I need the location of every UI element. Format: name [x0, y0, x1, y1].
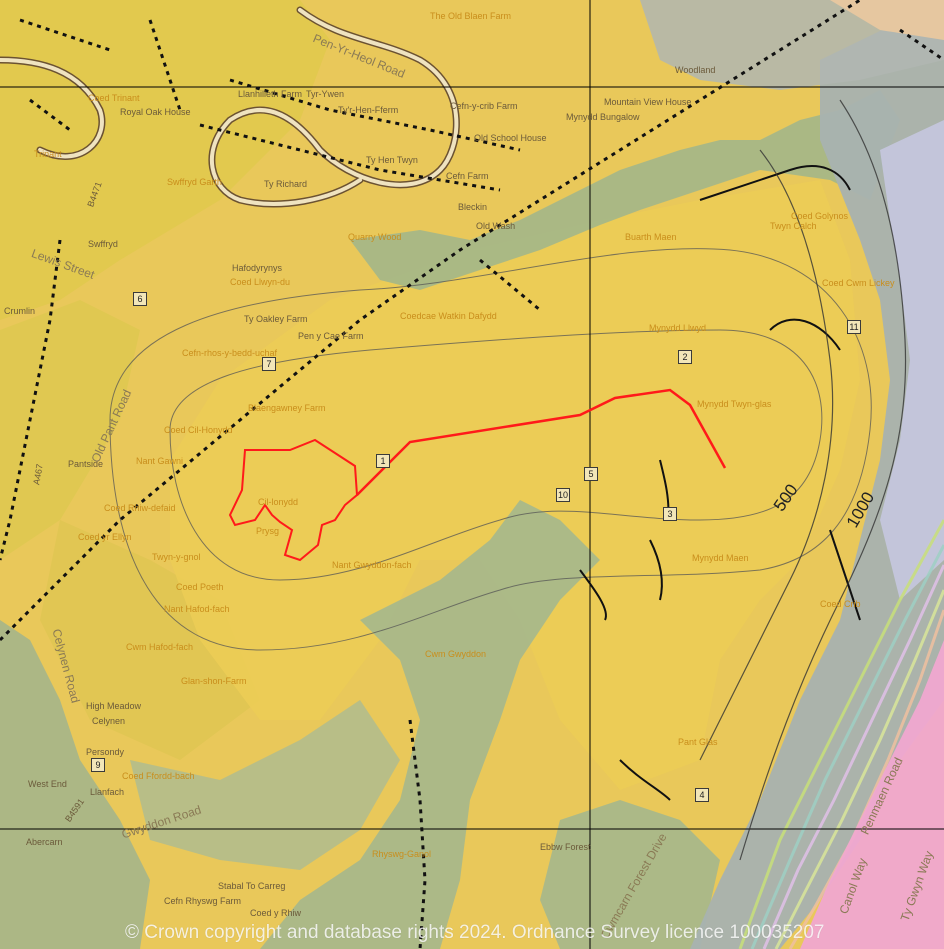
quarry-area	[830, 0, 944, 40]
place-label: Mynydd Maen	[692, 553, 749, 563]
escarpment-slope-east	[690, 0, 944, 949]
place-label: Old School House	[474, 133, 547, 143]
place-label: Cefn-y-crib Farm	[450, 101, 518, 111]
place-label: Cefn-rhos-y-bedd-uchaf	[182, 348, 278, 358]
site-marker[interactable]: 7	[262, 357, 276, 371]
place-label: Tyr-Ywen	[306, 89, 345, 99]
upland-area-northwest	[0, 0, 330, 320]
place-label: Coed Rhiw-defaid	[104, 503, 176, 513]
place-label: Celynen	[92, 716, 126, 726]
place-label: Nant Gwyddon-fach	[332, 560, 412, 570]
place-label: Ty Hen Twyn	[366, 155, 418, 165]
place-label: Old Wash	[476, 221, 516, 231]
place-label: Quarry Wood	[348, 232, 402, 242]
place-label: Ebbw Forest	[540, 842, 591, 852]
place-label: Swffryd Garth	[167, 177, 222, 187]
place-label: Twyn Calch	[770, 221, 817, 231]
place-label: Coed Llwyn-du	[230, 277, 291, 287]
place-label: Coed y Rhiw	[250, 908, 302, 918]
place-label: Nant Gawni	[136, 456, 184, 466]
urban-area-pink	[800, 640, 944, 949]
place-label: Rhyswg-Ganol	[372, 849, 432, 859]
site-marker[interactable]: 4	[695, 788, 709, 802]
copyright-notice: © Crown copyright and database rights 20…	[125, 922, 825, 943]
place-label: Coed Ffordd-bach	[122, 771, 195, 781]
place-label: Cwm Hafod-fach	[126, 642, 194, 652]
place-label: Coed yr Ellyn	[78, 532, 132, 542]
upland-area-west	[0, 300, 140, 560]
hillside-area-southwest	[40, 520, 260, 760]
place-label: Mountain View House	[604, 97, 692, 107]
place-label: Cil-lonydd	[258, 497, 299, 507]
place-label: High Meadow	[86, 701, 142, 711]
place-label: Mynydd Bungalow	[566, 112, 640, 122]
place-label: Glan-shon-Farm	[181, 676, 247, 686]
place-label: Coed Cil-Honydd	[164, 425, 233, 435]
place-label: Nant Hafod-fach	[164, 604, 230, 614]
place-label: Twyn-y-gnol	[152, 552, 201, 562]
place-label: Woodland	[675, 65, 716, 75]
place-label: Bleckin	[458, 202, 488, 212]
site-marker[interactable]: 5	[584, 467, 598, 481]
place-label: Stabal To Carreg	[218, 881, 286, 891]
place-label: Swffryd	[88, 239, 118, 249]
place-label: Coed Golynos	[791, 211, 849, 221]
site-marker[interactable]: 9	[91, 758, 105, 772]
place-label: Trinant	[34, 149, 62, 159]
valley-north	[350, 90, 900, 290]
site-marker[interactable]: 10	[556, 488, 570, 502]
valley-south	[130, 700, 400, 870]
steep-slope-lilac	[880, 120, 944, 600]
place-label: Mynydd Twyn-glas	[697, 399, 772, 409]
valley-southeast	[540, 800, 720, 949]
place-label: Crumlin	[4, 306, 36, 316]
contour-lines	[699, 99, 907, 861]
place-label: Pantside	[68, 459, 104, 469]
plateau-area	[170, 180, 860, 790]
place-label: West End	[28, 779, 67, 789]
place-label: Royal Oak House	[120, 107, 191, 117]
place-label: Prysg	[256, 526, 280, 536]
place-label: Cwm Gwyddon	[425, 649, 487, 659]
place-label: Llanfach	[90, 787, 125, 797]
place-label: Ty Oakley Farm	[244, 314, 308, 324]
place-label: Ty'r-Hen-Fferm	[338, 105, 399, 115]
place-label: Coed Crib	[820, 599, 861, 609]
place-label: Mynydd Llwyd	[649, 323, 707, 333]
place-label: Coed Poeth	[176, 582, 224, 592]
place-label: Abercarn	[26, 837, 63, 847]
place-label: Cefn Farm	[446, 171, 489, 181]
valley-central	[260, 500, 600, 949]
geology-boundaries	[579, 165, 861, 801]
place-label: Llanhilleth Farm	[238, 89, 303, 99]
place-label: Buarth Maen	[625, 232, 677, 242]
access-route	[356, 388, 727, 496]
site-marker[interactable]: 1	[376, 454, 390, 468]
place-label: Hafodyrynys	[232, 263, 283, 273]
site-boundary	[228, 438, 359, 562]
place-label: Persondy	[86, 747, 125, 757]
place-label: Coedcae Watkin Dafydd	[400, 311, 497, 321]
place-label: Coed Trinant	[88, 93, 140, 103]
site-marker[interactable]: 3	[663, 507, 677, 521]
winding-road-fill	[0, 8, 459, 206]
place-label: Cefn Rhyswg Farm	[164, 896, 242, 906]
valley-southwest	[0, 620, 150, 949]
place-label: Pant Glas	[678, 737, 718, 747]
place-label: Coed Cwm Lickey	[822, 278, 895, 288]
place-label: Pen y Cae Farm	[298, 331, 364, 341]
place-label: The Old Blaen Farm	[430, 11, 512, 21]
place-label: Blaengawney Farm	[248, 403, 326, 413]
site-marker[interactable]: 11	[847, 320, 861, 334]
site-marker[interactable]: 6	[133, 292, 147, 306]
site-marker[interactable]: 2	[678, 350, 692, 364]
buffer-rings	[109, 248, 872, 651]
place-label: Ty Richard	[264, 179, 308, 189]
